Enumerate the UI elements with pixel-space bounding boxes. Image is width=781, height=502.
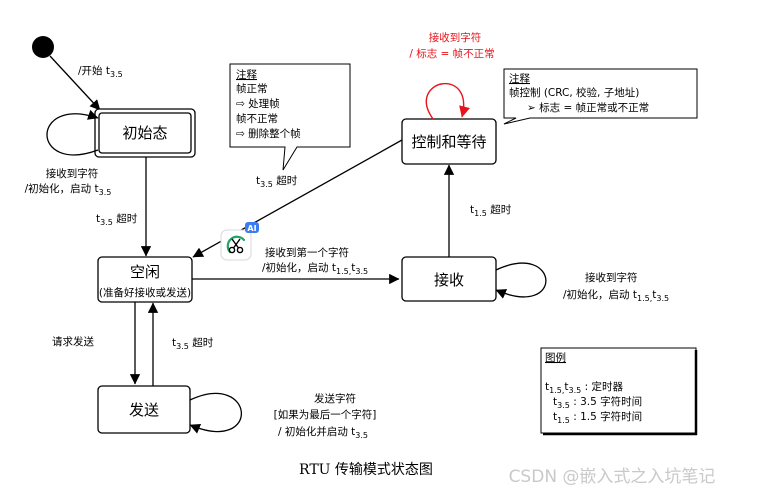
state-send-label: 发送 bbox=[129, 401, 159, 419]
diagram-caption: RTU 传输模式状态图 bbox=[299, 462, 433, 478]
label-control-idle: t3.5 超时 bbox=[256, 174, 298, 189]
state-control bbox=[401, 118, 497, 165]
label-receive-self-2: /初始化，启动 t1.5,t3.5 bbox=[563, 288, 669, 303]
label-init-self-2: /初始化，启动 t3.5 bbox=[25, 182, 112, 197]
note-2-line-1: 帧控制 (CRC, 校验, 子地址) bbox=[509, 86, 639, 99]
note-1-line-2: ⇨ 处理帧 bbox=[236, 97, 280, 110]
note-2-line-2: ➢ 标志 = 帧正常或不正常 bbox=[527, 101, 649, 114]
label-receive-self-1: 接收到字符 bbox=[585, 271, 638, 284]
note-1-title: 注释 bbox=[236, 68, 257, 81]
state-idle-sublabel: (准备好接收或发送) bbox=[99, 286, 191, 299]
watermark: CSDN @嵌入式之入坑笔记 bbox=[509, 467, 716, 487]
note-2-title: 注释 bbox=[509, 72, 530, 85]
edge-receive-self bbox=[495, 262, 547, 299]
label-idle-send: 请求发送 bbox=[52, 335, 94, 348]
label-start: /开始 t3.5 bbox=[78, 64, 123, 79]
label-init-self-1: 接收到字符 bbox=[46, 167, 99, 180]
legend-title: 图例 bbox=[545, 351, 566, 364]
state-init-label: 初始态 bbox=[122, 124, 167, 142]
ai-badge-label: AI bbox=[247, 224, 256, 233]
legend-line-3: t1.5 : 1.5 字符时间 bbox=[553, 410, 642, 425]
label-send-self-3: / 初始化并启动 t3.5 bbox=[278, 425, 368, 440]
note-1-line-3: 帧不正常 bbox=[236, 112, 278, 125]
label-idle-receive-1: 接收到第一个字符 bbox=[265, 246, 349, 259]
label-idle-receive-2: /初始化，启动 t1.5,t3.5 bbox=[262, 261, 368, 276]
state-idle-label: 空闲 bbox=[130, 263, 160, 281]
state-receive-label: 接收 bbox=[434, 271, 464, 289]
edge-init-self bbox=[46, 109, 99, 156]
note-1-line-4: ⇨ 删除整个帧 bbox=[236, 127, 301, 140]
state-send bbox=[97, 385, 191, 434]
initial-node bbox=[32, 36, 54, 58]
edge-send-self bbox=[189, 393, 243, 434]
label-send-self-2: [如果为最后一个字符] bbox=[274, 408, 377, 421]
note-1-line-1: 帧正常 bbox=[236, 82, 268, 95]
label-send-self-1: 发送字符 bbox=[314, 392, 356, 405]
note-1 bbox=[229, 63, 351, 171]
label-control-self-2: / 标志 = 帧不正常 bbox=[409, 47, 494, 60]
state-control-label: 控制和等待 bbox=[411, 133, 486, 151]
legend-line-2: t3.5 : 3.5 字符时间 bbox=[553, 395, 642, 410]
label-receive-control: t1.5 超时 bbox=[470, 203, 512, 218]
ai-scissors-icon[interactable]: AI bbox=[220, 222, 259, 261]
label-init-idle: t3.5 超时 bbox=[96, 212, 138, 227]
legend-line-1: t1.5,t3.5 : 定时器 bbox=[545, 380, 623, 395]
label-control-self-1: 接收到字符 bbox=[429, 31, 482, 44]
state-init bbox=[98, 112, 192, 154]
note-2 bbox=[503, 68, 698, 125]
legend-box bbox=[540, 347, 697, 434]
label-send-idle: t3.5 超时 bbox=[172, 336, 214, 351]
edge-control-self bbox=[425, 82, 471, 120]
edge-start bbox=[49, 55, 101, 111]
